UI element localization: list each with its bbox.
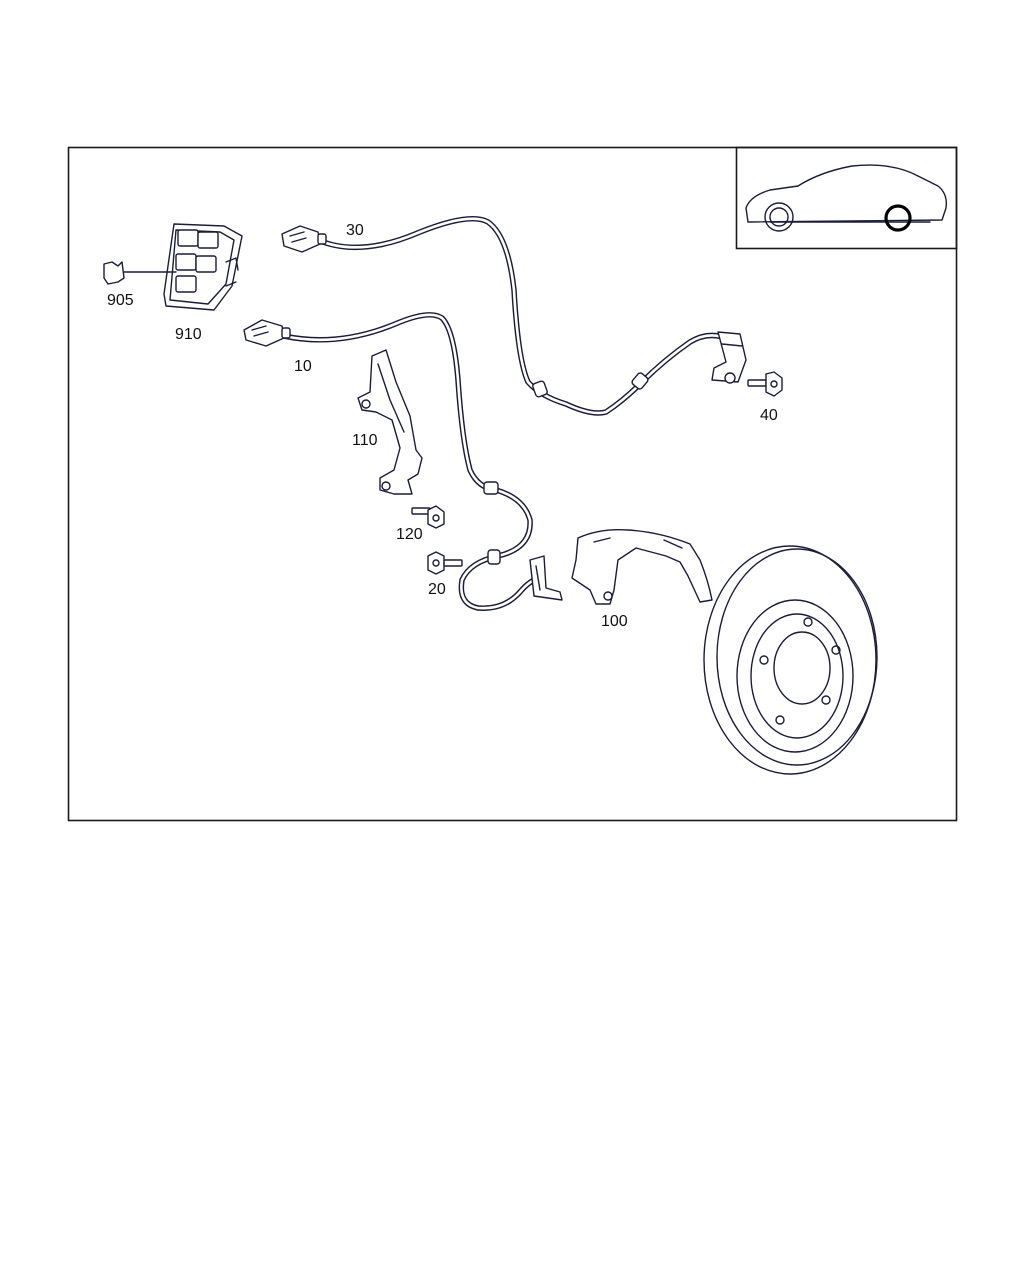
bolt-40-icon xyxy=(747,371,783,397)
sensor-cable-10 xyxy=(281,312,543,611)
callout-110: 110 xyxy=(352,432,378,449)
front-sensor-icon xyxy=(529,555,563,601)
clip-905-icon xyxy=(103,261,177,285)
cable-grommets xyxy=(483,372,649,565)
callout-10: 10 xyxy=(294,358,312,375)
bolt-20-icon xyxy=(427,551,463,575)
rear-sensor-bracket-icon xyxy=(711,331,747,384)
bolt-120-icon xyxy=(411,505,445,529)
brake-disc-icon xyxy=(703,545,878,775)
connector-10-icon xyxy=(243,319,291,347)
sensor-cable-30 xyxy=(315,215,733,416)
relay-box-910-icon xyxy=(163,223,243,311)
callout-910: 910 xyxy=(175,326,202,343)
callout-30: 30 xyxy=(346,222,364,239)
rear-wheel-highlight-icon xyxy=(884,204,912,232)
callout-40: 40 xyxy=(760,407,778,424)
diagram-frame xyxy=(67,146,958,822)
vehicle-locator-inset xyxy=(735,146,958,250)
callout-100: 100 xyxy=(601,613,628,630)
connector-30-icon xyxy=(281,225,327,253)
car-silhouette xyxy=(745,164,948,223)
callout-20: 20 xyxy=(428,581,446,598)
front-wheel-icon xyxy=(764,202,794,232)
front-wheel-hub-icon xyxy=(769,207,789,227)
bracket-110-icon xyxy=(357,349,423,495)
brake-shield-100-icon xyxy=(571,528,713,605)
callout-905: 905 xyxy=(107,292,134,309)
inset-frame xyxy=(735,146,958,250)
callout-120: 120 xyxy=(396,526,423,543)
